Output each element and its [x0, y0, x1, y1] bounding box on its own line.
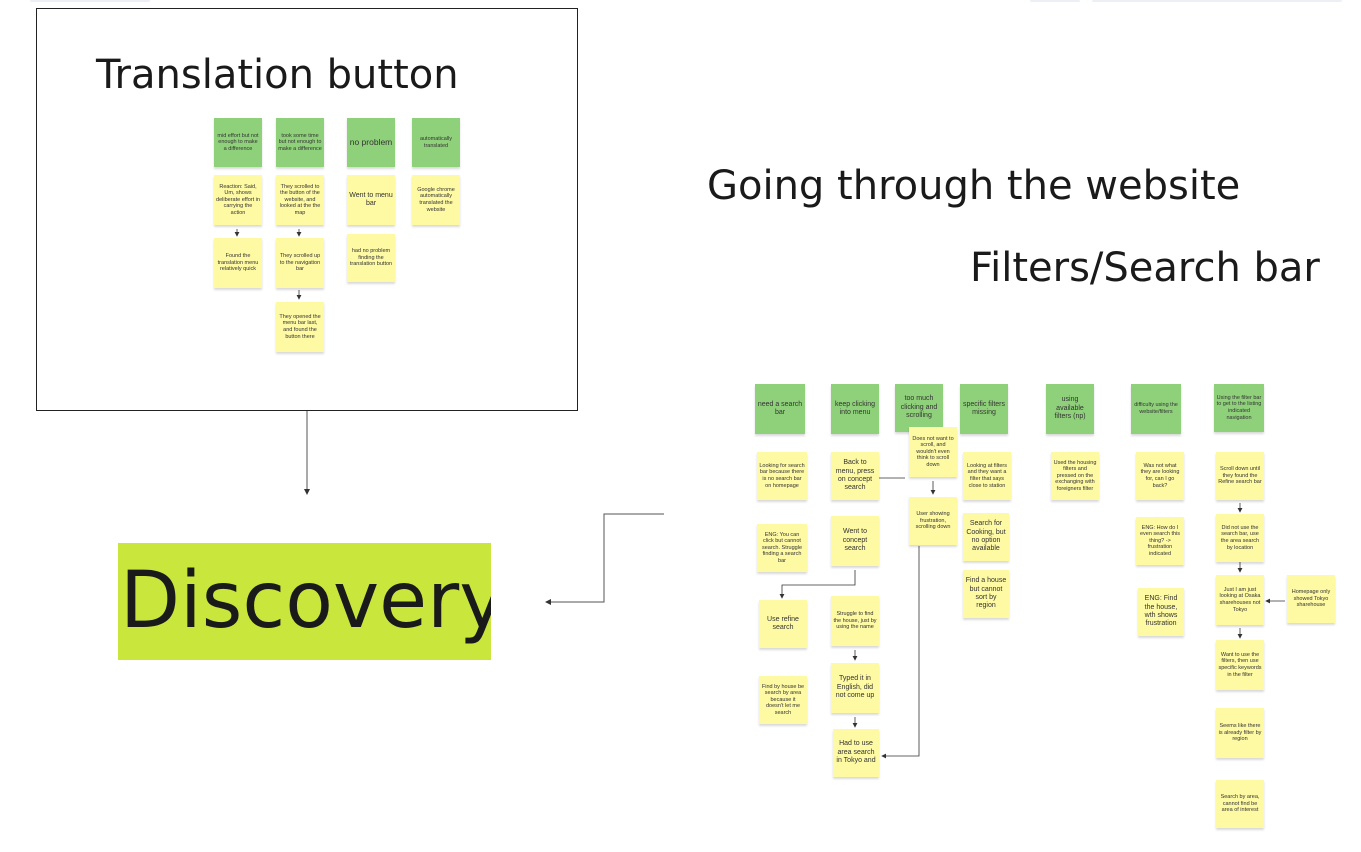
translation-title: Translation button	[96, 52, 459, 98]
sticky-note[interactable]: Went to concept search	[831, 516, 879, 566]
sticky-note[interactable]: Scroll down until they found the Refine …	[1216, 452, 1264, 500]
sticky-note[interactable]: Find by house be search by area because …	[759, 676, 807, 724]
sticky-note[interactable]: Google chrome automatically translated t…	[412, 175, 460, 225]
sticky-note[interactable]: Search by area, cannot find be area of i…	[1216, 780, 1264, 828]
sticky-note[interactable]: Use refine search	[759, 600, 807, 648]
sticky-note[interactable]: Did not use the search bar, use the area…	[1216, 514, 1264, 562]
sticky-header[interactable]: automatically translated	[412, 118, 460, 167]
sticky-header[interactable]: too much clicking and scrolling	[895, 384, 943, 432]
sticky-note[interactable]: ENG: How do I even search this thing? ->…	[1136, 517, 1184, 565]
sticky-note[interactable]: Had to use area search in Tokyo and	[833, 729, 879, 777]
sticky-note[interactable]: User showing frustration, scrolling down	[909, 497, 957, 545]
sticky-note[interactable]: ENG: Find the house, wth shows frustrati…	[1138, 588, 1184, 636]
sticky-note[interactable]: Looking for search bar because there is …	[757, 452, 807, 500]
sticky-note[interactable]: Seems like there is already filter by re…	[1216, 708, 1264, 758]
toolbar-edge	[30, 0, 150, 2]
sticky-note[interactable]: Went to menu bar	[347, 175, 395, 225]
going-through-title: Going through the website	[707, 163, 1241, 209]
sticky-note[interactable]: had no problem finding the translation b…	[347, 234, 395, 282]
sticky-note[interactable]: Just I am just looking at Osaka sharehou…	[1216, 575, 1264, 625]
sticky-header[interactable]: specific filters missing	[960, 384, 1008, 434]
sticky-note[interactable]: Search for Cooking, but no option availa…	[963, 513, 1009, 561]
filters-title: Filters/Search bar	[970, 245, 1320, 291]
sticky-note[interactable]: ENG: You can click but cannot search. St…	[757, 524, 807, 572]
sticky-note[interactable]: Struggle to find the house, just by usin…	[831, 596, 879, 646]
sticky-note[interactable]: Homepage only showed Tokyo sharehouse	[1287, 575, 1335, 623]
sticky-note[interactable]: Does not want to scroll, and wouldn't ev…	[909, 427, 957, 477]
sticky-note[interactable]: They scrolled up to the navigation bar	[276, 238, 324, 288]
toolbar-edge	[1092, 0, 1342, 2]
sticky-note[interactable]: Want to use the filters, then use specif…	[1216, 640, 1264, 690]
sticky-header[interactable]: using available filters (np)	[1046, 384, 1094, 434]
sticky-note[interactable]: Found the translation menu relatively qu…	[214, 238, 262, 288]
sticky-note[interactable]: Back to menu, press on concept search	[831, 452, 879, 500]
sticky-note[interactable]: Find a house but cannot sort by region	[963, 570, 1009, 618]
sticky-header[interactable]: need a search bar	[755, 384, 805, 434]
sticky-note[interactable]: Looking at filters and they want a filte…	[963, 452, 1011, 500]
sticky-note[interactable]: Used the housing filters and pressed on …	[1051, 452, 1099, 500]
sticky-header[interactable]: difficulty using the website/filters	[1131, 384, 1181, 434]
sticky-header[interactable]: took some time but not enough to make a …	[276, 118, 324, 167]
sticky-note[interactable]: Reaction: Said, Um, shows deliberate eff…	[214, 175, 262, 225]
sticky-header[interactable]: no problem	[347, 118, 395, 167]
sticky-note[interactable]: Was not what they are looking for, can I…	[1136, 452, 1184, 500]
sticky-header[interactable]: mid effort but not enough to make a diff…	[214, 118, 262, 167]
discovery-label[interactable]: Discovery	[118, 543, 491, 660]
sticky-note[interactable]: They opened the menu bar last, and found…	[276, 302, 324, 352]
sticky-header[interactable]: Using the filter bar to get to the listi…	[1214, 384, 1264, 432]
sticky-header[interactable]: keep clicking into menu	[831, 384, 879, 434]
sticky-note[interactable]: Typed it in English, did not come up	[831, 663, 879, 713]
sticky-note[interactable]: They scrolled to the button of the websi…	[276, 175, 324, 225]
toolbar-edge	[1030, 0, 1080, 2]
